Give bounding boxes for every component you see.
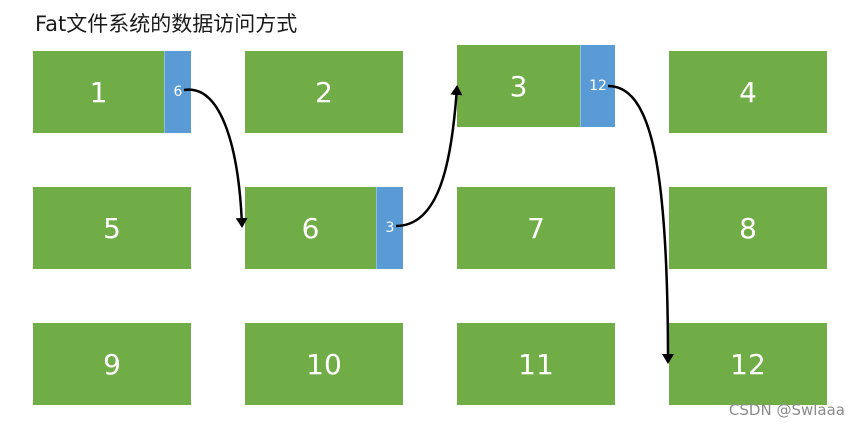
arrow-1-to-6	[183, 88, 248, 228]
watermark: CSDN @Swlaaa	[728, 401, 845, 419]
arrow-3-to-12	[607, 84, 674, 364]
pointer-cell: 6	[164, 51, 191, 133]
block-2: 2	[245, 51, 403, 133]
block-label: 2	[315, 75, 333, 109]
block-9: 9	[33, 323, 191, 405]
block-label: 3	[509, 69, 528, 103]
block-4: 4	[669, 51, 827, 133]
block-label: 7	[527, 211, 545, 245]
block-7: 7	[457, 187, 615, 269]
block-5: 5	[33, 187, 191, 269]
block-12: 12	[669, 323, 827, 405]
block-8: 8	[669, 187, 827, 269]
block-label: 8	[739, 211, 757, 245]
block-label: 4	[739, 75, 757, 109]
arrow-6-to-3	[395, 85, 463, 228]
diagram-title: Fat文件系统的数据访问方式	[35, 12, 298, 36]
block-1: 1 6	[33, 51, 191, 133]
block-10: 10	[245, 323, 403, 405]
block-3: 3 12	[457, 45, 615, 127]
block-label: 10	[306, 347, 342, 381]
block-6: 6 3	[245, 187, 403, 269]
pointer-cell: 3	[376, 187, 403, 269]
block-label: 11	[518, 347, 554, 381]
block-label: 9	[103, 347, 121, 381]
block-11: 11	[457, 323, 615, 405]
block-label: 5	[103, 211, 121, 245]
block-label: 6	[301, 211, 320, 245]
block-label: 1	[89, 75, 108, 109]
pointer-cell: 12	[580, 45, 615, 127]
block-label: 12	[730, 347, 766, 381]
